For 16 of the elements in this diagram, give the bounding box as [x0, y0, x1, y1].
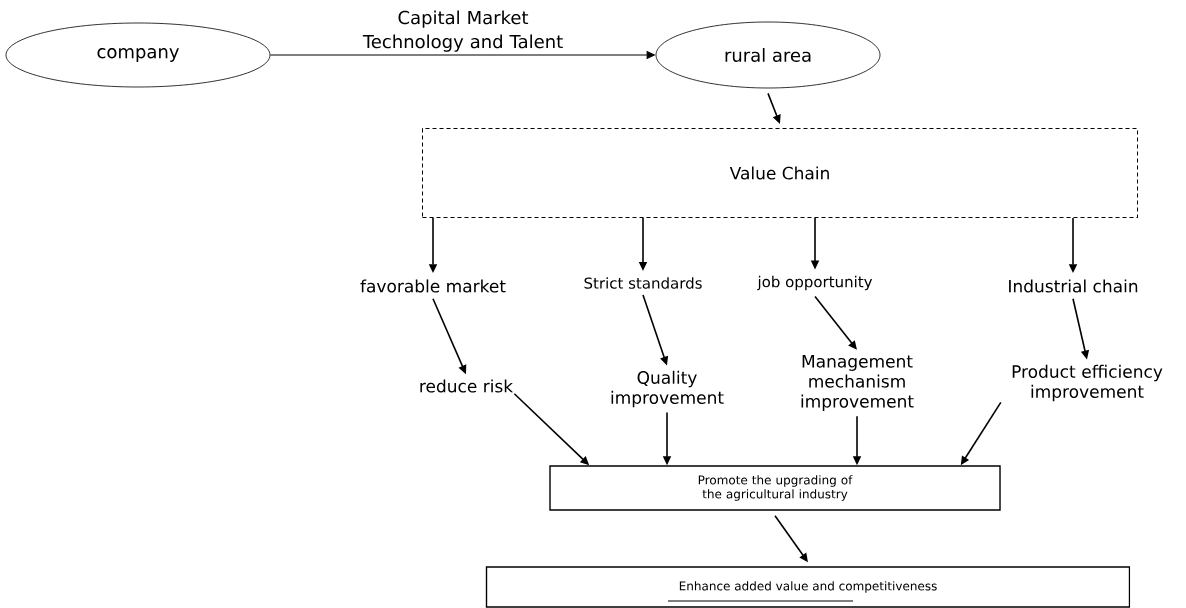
ellipse-node: rural area	[655, 21, 881, 89]
node-text: Industrial chain	[1009, 279, 1138, 293]
node-text: Management mechanism improvement	[801, 355, 914, 411]
node-text: reduce risk	[420, 379, 514, 393]
node-text: Product efficiency improvement	[1012, 364, 1163, 402]
node-text: favorable market	[360, 279, 506, 293]
node-text: Quality improvement	[611, 370, 724, 408]
edge-label: Capital Market Technology and Talent	[362, 10, 563, 52]
arrow	[814, 295, 857, 350]
node-text: job opportunity	[757, 275, 873, 291]
process-box: Promote the upgrading of the agricultural industry	[549, 465, 1001, 511]
dashed-box: Value Chain	[422, 128, 1138, 218]
node-text: Strict standards	[584, 277, 702, 289]
arrow	[269, 51, 655, 59]
ellipse-node: company	[5, 22, 271, 88]
process-box: Enhance added value and competitiveness	[485, 566, 1131, 608]
